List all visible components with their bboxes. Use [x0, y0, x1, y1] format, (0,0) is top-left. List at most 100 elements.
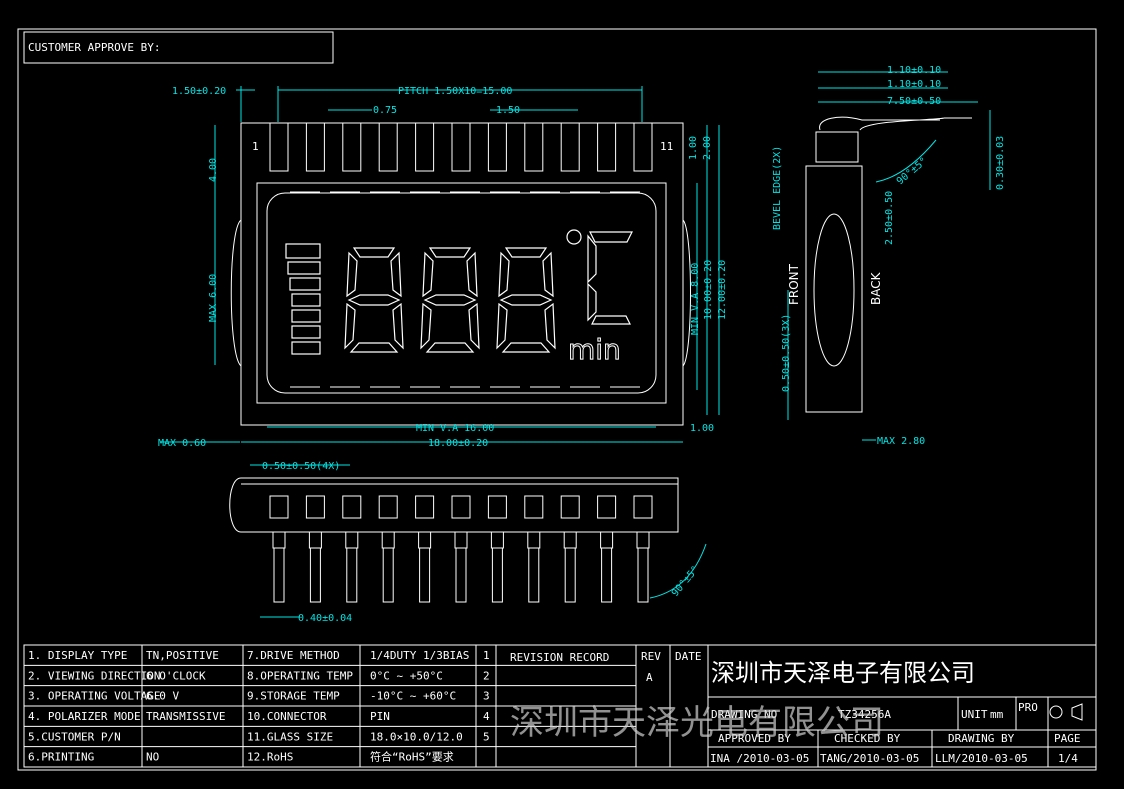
drawing-by-label: DRAWING BY — [948, 732, 1015, 745]
spec-cell: 1. DISPLAY TYPE — [28, 649, 127, 662]
bottom-pin — [597, 495, 617, 603]
projection-icon — [1049, 705, 1063, 719]
unit-value: mm — [990, 708, 1004, 721]
side-110b: 1.10±0.10 — [887, 79, 941, 90]
front-dimensions: PITCH 1.50X10=15.00 1.50±0.20 0.75 1.50 … — [158, 86, 728, 449]
max-280: MAX 2.80 — [877, 436, 925, 447]
dim-max060: MAX 0.60 — [158, 438, 206, 449]
spec-cell: 3. OPERATING VOLTAGE — [28, 690, 160, 703]
top-pin — [269, 122, 289, 172]
drawing-no-label: DRAWING NO — [711, 708, 777, 721]
bottom-pin — [560, 495, 580, 603]
seven-segment-digits — [344, 247, 556, 353]
spec-cell: -10°C ~ +60°C — [370, 690, 456, 703]
pin-width-dim: 1.50±0.20 — [172, 86, 226, 97]
bottom-pin — [269, 495, 289, 603]
top-pin — [633, 122, 653, 172]
side-110a: 1.10±0.10 — [887, 65, 941, 76]
projection-cone-icon — [1071, 703, 1083, 721]
spec-table: 1. DISPLAY TYPE TN,POSITIVE 7.DRIVE METHOD… — [23, 644, 709, 768]
revision-date: DATE — [675, 650, 702, 663]
top-pin — [378, 122, 398, 172]
drawn-value: LLM/2010-03-05 — [935, 752, 1028, 765]
spec-row: 1. DISPLAY TYPE TN,POSITIVE 7.DRIVE METHOD… — [28, 649, 490, 662]
bottom-pin — [451, 495, 471, 603]
bot-angle: 90°±5° — [670, 564, 702, 599]
dim-max600: MAX 6.00 — [208, 274, 219, 322]
revision-rev: REV — [641, 650, 661, 663]
dim-width: 18.00±0.20 — [428, 438, 488, 449]
revision-title: REVISION RECORD — [510, 651, 609, 664]
spec-cell: 4. POLARIZER MODE — [28, 710, 141, 723]
title-block: 深圳市天泽电子有限公司 DRAWING NO TZ34256A UNIT mm … — [707, 644, 1097, 768]
top-pin — [305, 122, 325, 172]
spec-cell: 9.STORAGE TEMP — [247, 690, 340, 703]
degree-symbol — [566, 229, 582, 245]
bottom-pin — [415, 495, 435, 603]
dim-150: 1.50 — [496, 105, 520, 116]
dim-r100b: 1.00 — [690, 423, 714, 434]
dim-r200: 2.00 — [702, 136, 713, 160]
dim-r100: 1.00 — [688, 136, 699, 160]
company-name: 深圳市天泽电子有限公司 — [711, 659, 975, 687]
spec-cell: TRANSMISSIVE — [146, 710, 225, 723]
spec-cell: 6.0 V — [146, 690, 179, 703]
top-pins — [269, 122, 653, 172]
spec-cell: 11.GLASS SIZE — [247, 730, 333, 743]
spec-cell: 5.CUSTOMER P/N — [28, 730, 121, 743]
bottom-pin — [378, 495, 398, 603]
bottom-pin — [524, 495, 544, 603]
spec-cell: 12.RoHS — [247, 751, 293, 764]
letter-c-segment — [587, 231, 633, 325]
spec-cell: PIN — [370, 710, 390, 723]
page-value: 1/4 — [1058, 752, 1078, 765]
side-angle: 90°±5° — [895, 156, 930, 188]
pin-11-label: 11 — [660, 140, 673, 153]
checked-value: TANG/2010-03-05 — [820, 752, 919, 765]
bottom-pin — [487, 495, 507, 603]
spec-cell: 1 — [483, 649, 490, 662]
spec-cell: 18.0×10.0/12.0 — [370, 730, 463, 743]
seven-segment-digit — [344, 247, 404, 353]
bot-050: 0.50±0.50(4X) — [262, 461, 340, 472]
side-050: 0.50±0.50(3X) — [781, 314, 792, 392]
spec-cell: 0°C ~ +50°C — [370, 669, 443, 682]
dim-400: 4.00 — [208, 158, 219, 182]
bottom-pin — [342, 495, 362, 603]
bar-indicator — [285, 243, 321, 355]
bot-040: 0.40±0.04 — [298, 613, 352, 624]
spec-cell: TN,POSITIVE — [146, 649, 219, 662]
spec-cell: 1/4DUTY 1/3BIAS — [370, 649, 469, 662]
revision-a: A — [646, 671, 653, 684]
top-pin — [342, 122, 362, 172]
front-label: FRONT — [787, 263, 801, 305]
top-pin — [524, 122, 544, 172]
dim-h1200: 12.00±0.20 — [717, 260, 728, 320]
spec-cell: 符合“RoHS”要求 — [370, 750, 454, 764]
pin-1-label: 1 — [252, 140, 259, 153]
checked-label: CHECKED BY — [834, 732, 901, 745]
approve-box — [23, 31, 334, 64]
spec-row: 4. POLARIZER MODE TRANSMISSIVE 10.CONNECTO… — [28, 710, 490, 723]
side-250: 2.50±0.50 — [884, 191, 895, 245]
spec-cell: 6 O'CLOCK — [146, 669, 206, 682]
back-label: BACK — [869, 271, 883, 305]
spec-rows: 1. DISPLAY TYPE TN,POSITIVE 7.DRIVE METHOD… — [24, 649, 636, 764]
customer-approve-label: CUSTOMER APPROVE BY: — [28, 41, 160, 54]
dim-h1000: 10.00±0.20 — [703, 260, 714, 320]
watermark: 深圳市天泽光电有限公司 — [510, 703, 884, 743]
spec-cell: 7.DRIVE METHOD — [247, 649, 340, 662]
bottom-view — [229, 477, 679, 603]
seven-segment-digit — [420, 247, 480, 353]
outer-frame — [17, 28, 1097, 771]
side-030: 0.30±0.03 — [995, 136, 1006, 190]
unit-label: UNIT — [961, 708, 988, 721]
top-pin — [560, 122, 580, 172]
drawing-no: TZ34256A — [838, 708, 891, 721]
spec-cell: 10.CONNECTOR — [247, 710, 327, 723]
bevel-edge: BEVEL EDGE(2X) — [772, 146, 783, 230]
bottom-pin — [633, 495, 653, 603]
